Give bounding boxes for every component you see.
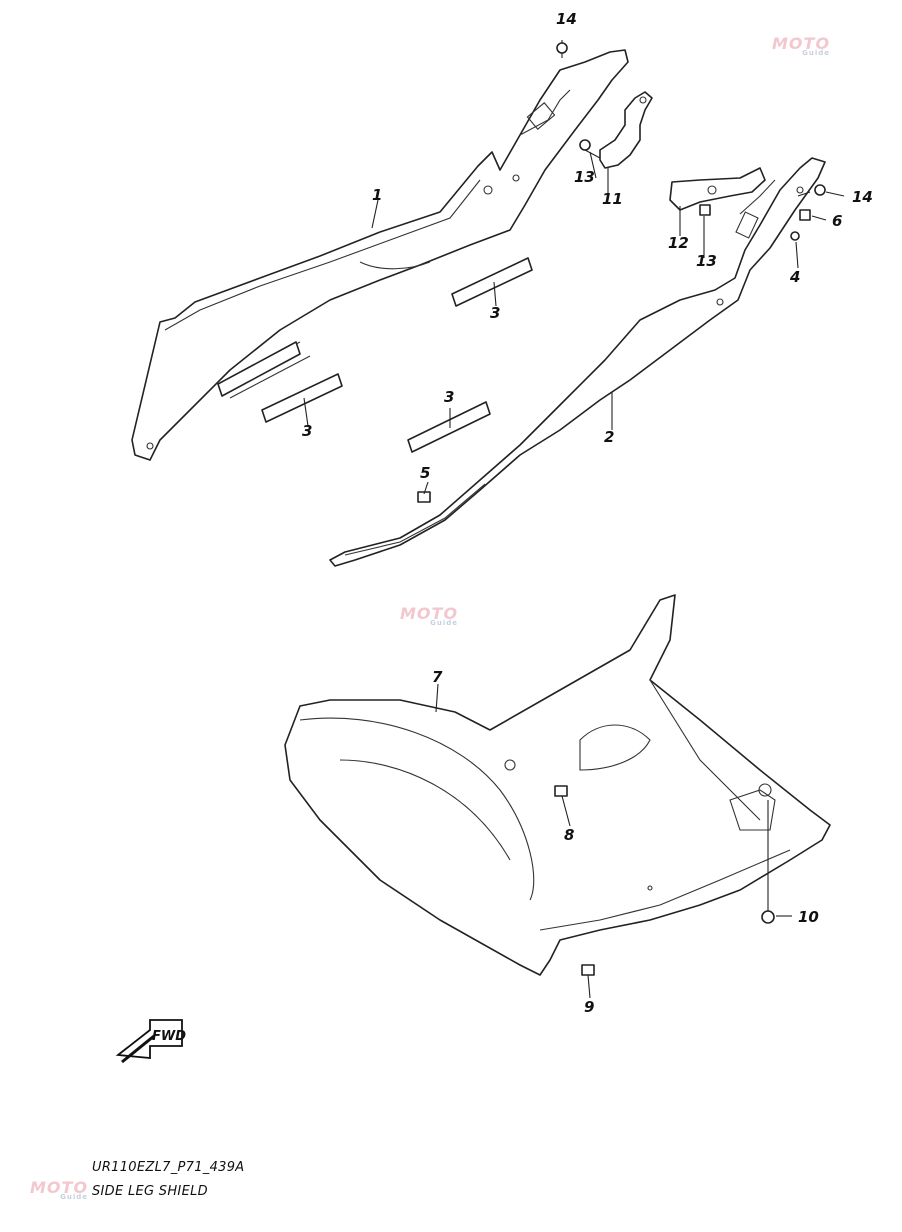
screw-10 [761,800,775,924]
callout-6: 6 [832,212,842,230]
callout-12: 12 [668,234,689,252]
callout-8: 8 [564,826,574,844]
part-2-side-cover-right [329,157,826,567]
fwd-label: FWD [152,1029,186,1044]
screw-4 [790,231,800,241]
part-3-strip [217,257,533,453]
clip-5 [417,491,431,503]
callout-3-a: 3 [490,304,500,322]
callout-2: 2 [604,428,614,446]
fwd-arrow-icon: FWD [115,1019,186,1064]
clip-8 [554,785,568,797]
callout-7: 7 [432,668,443,686]
callout-4: 4 [789,268,800,286]
callout-13-upper: 13 [574,168,595,186]
callout-10: 10 [798,908,819,926]
callout-9: 9 [584,998,594,1016]
callout-3-b: 3 [302,422,312,440]
screw-13-upper [579,139,601,159]
part-1-side-cover-left [131,49,629,461]
callout-3-c: 3 [444,388,454,406]
callout-14-top: 14 [556,10,577,28]
part-11-bracket [599,91,653,169]
callout-13-lower: 13 [696,252,717,270]
diagram-title: SIDE LEG SHIELD [92,1184,208,1199]
callout-5: 5 [420,464,430,482]
screw-14-right [797,184,826,197]
clip-9 [581,964,595,976]
callout-labels: 14 1 13 11 12 13 14 6 4 3 3 3 2 5 7 8 10… [302,10,873,1016]
callout-leaders [303,151,845,999]
callout-1: 1 [372,186,382,204]
clip-13-lower [699,204,711,216]
part-12-plate [669,167,766,211]
part-7-leg-shield [284,594,831,976]
callout-14-right: 14 [852,188,873,206]
nut-6 [799,209,811,221]
callout-11: 11 [602,190,623,208]
screw-14-top [556,40,568,58]
diagram-code: UR110EZL7_P71_439A [92,1160,245,1175]
